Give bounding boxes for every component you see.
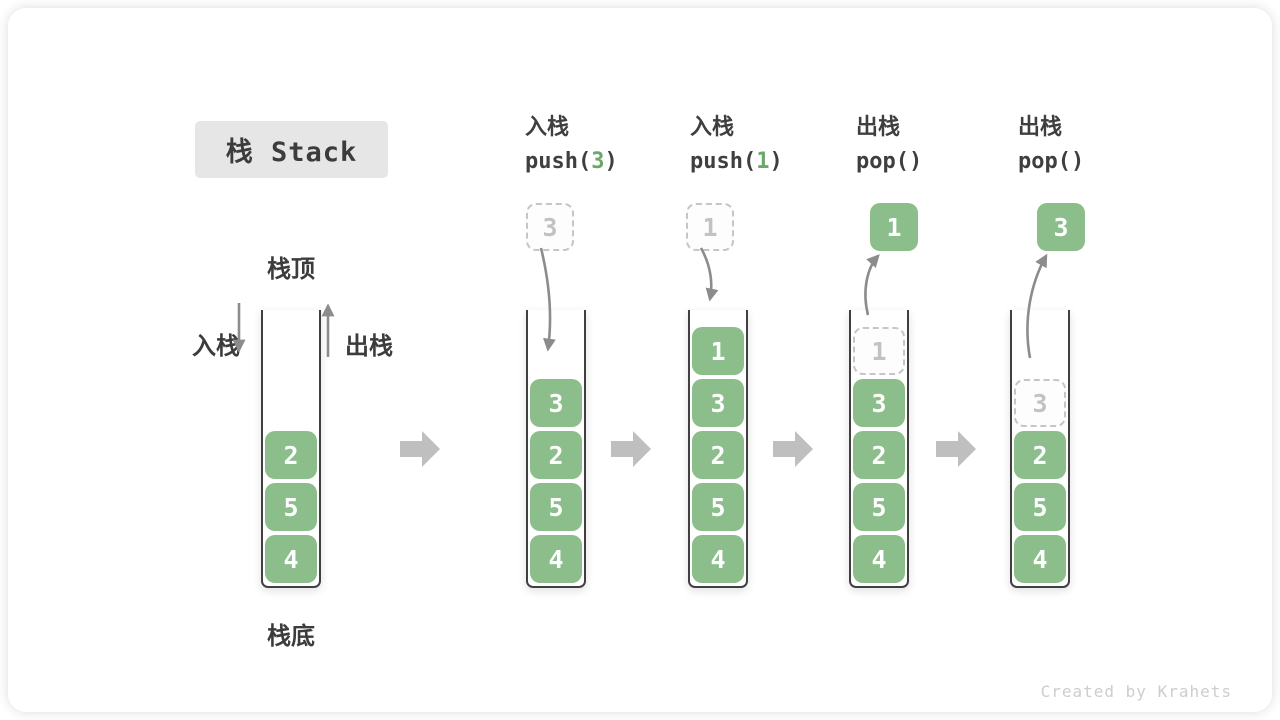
operation-name: 出栈 — [1018, 114, 1063, 139]
stack-block: 5 — [265, 483, 317, 531]
operation-name: 出栈 — [856, 114, 901, 139]
stack-block: 2 — [692, 431, 744, 479]
incoming-value-box: 1 — [686, 203, 734, 251]
stack-block: 3 — [530, 379, 582, 427]
stack-block: 5 — [853, 483, 905, 531]
stack-bottom-label: 栈底 — [267, 623, 315, 650]
code-post: ) — [604, 149, 618, 174]
stack-block: 1 — [692, 327, 744, 375]
operation-header-pop1: 出栈 pop() — [856, 114, 1006, 175]
operation-code: push(3) — [525, 149, 675, 175]
stack-block-ghost: 3 — [1014, 379, 1066, 427]
operation-header-push1: 入栈 push(1) — [690, 114, 840, 175]
code-arg: 1 — [756, 149, 770, 174]
code-pre: pop() — [1018, 149, 1085, 174]
code-pre: push( — [525, 149, 592, 174]
operation-code: pop() — [1018, 149, 1168, 175]
operation-name: 入栈 — [525, 114, 570, 139]
stack-block: 5 — [692, 483, 744, 531]
stack-block: 5 — [530, 483, 582, 531]
stack-block: 3 — [853, 379, 905, 427]
push-side-label: 入栈 — [192, 333, 240, 360]
pop-side-label: 出栈 — [345, 333, 393, 360]
footer-credit: Created by Krahets — [1040, 682, 1232, 701]
operation-code: pop() — [856, 149, 1006, 175]
code-arg: 3 — [591, 149, 605, 174]
stack-block: 4 — [530, 535, 582, 583]
popped-value-box: 3 — [1037, 203, 1085, 251]
code-post: ) — [769, 149, 783, 174]
operation-header-pop3: 出栈 pop() — [1018, 114, 1168, 175]
stack-block: 4 — [692, 535, 744, 583]
operation-name: 入栈 — [690, 114, 735, 139]
stack-block: 4 — [265, 535, 317, 583]
operation-header-push3: 入栈 push(3) — [525, 114, 675, 175]
title-badge: 栈 Stack — [195, 121, 388, 178]
stack-block: 4 — [853, 535, 905, 583]
popped-value-box: 1 — [870, 203, 918, 251]
stack-block: 2 — [265, 431, 317, 479]
stack-block-ghost: 1 — [853, 327, 905, 375]
operation-code: push(1) — [690, 149, 840, 175]
stack-block: 2 — [530, 431, 582, 479]
code-pre: pop() — [856, 149, 923, 174]
diagram-card: 栈 Stack 栈顶 入栈 出栈 栈底 入栈 push(3) 入栈 push(1… — [8, 8, 1272, 712]
stack-block: 2 — [1014, 431, 1066, 479]
stack-block: 3 — [692, 379, 744, 427]
incoming-value-box: 3 — [526, 203, 574, 251]
stack-block: 2 — [853, 431, 905, 479]
code-pre: push( — [690, 149, 757, 174]
stack-block: 4 — [1014, 535, 1066, 583]
stack-block: 5 — [1014, 483, 1066, 531]
stack-top-label: 栈顶 — [267, 256, 315, 283]
